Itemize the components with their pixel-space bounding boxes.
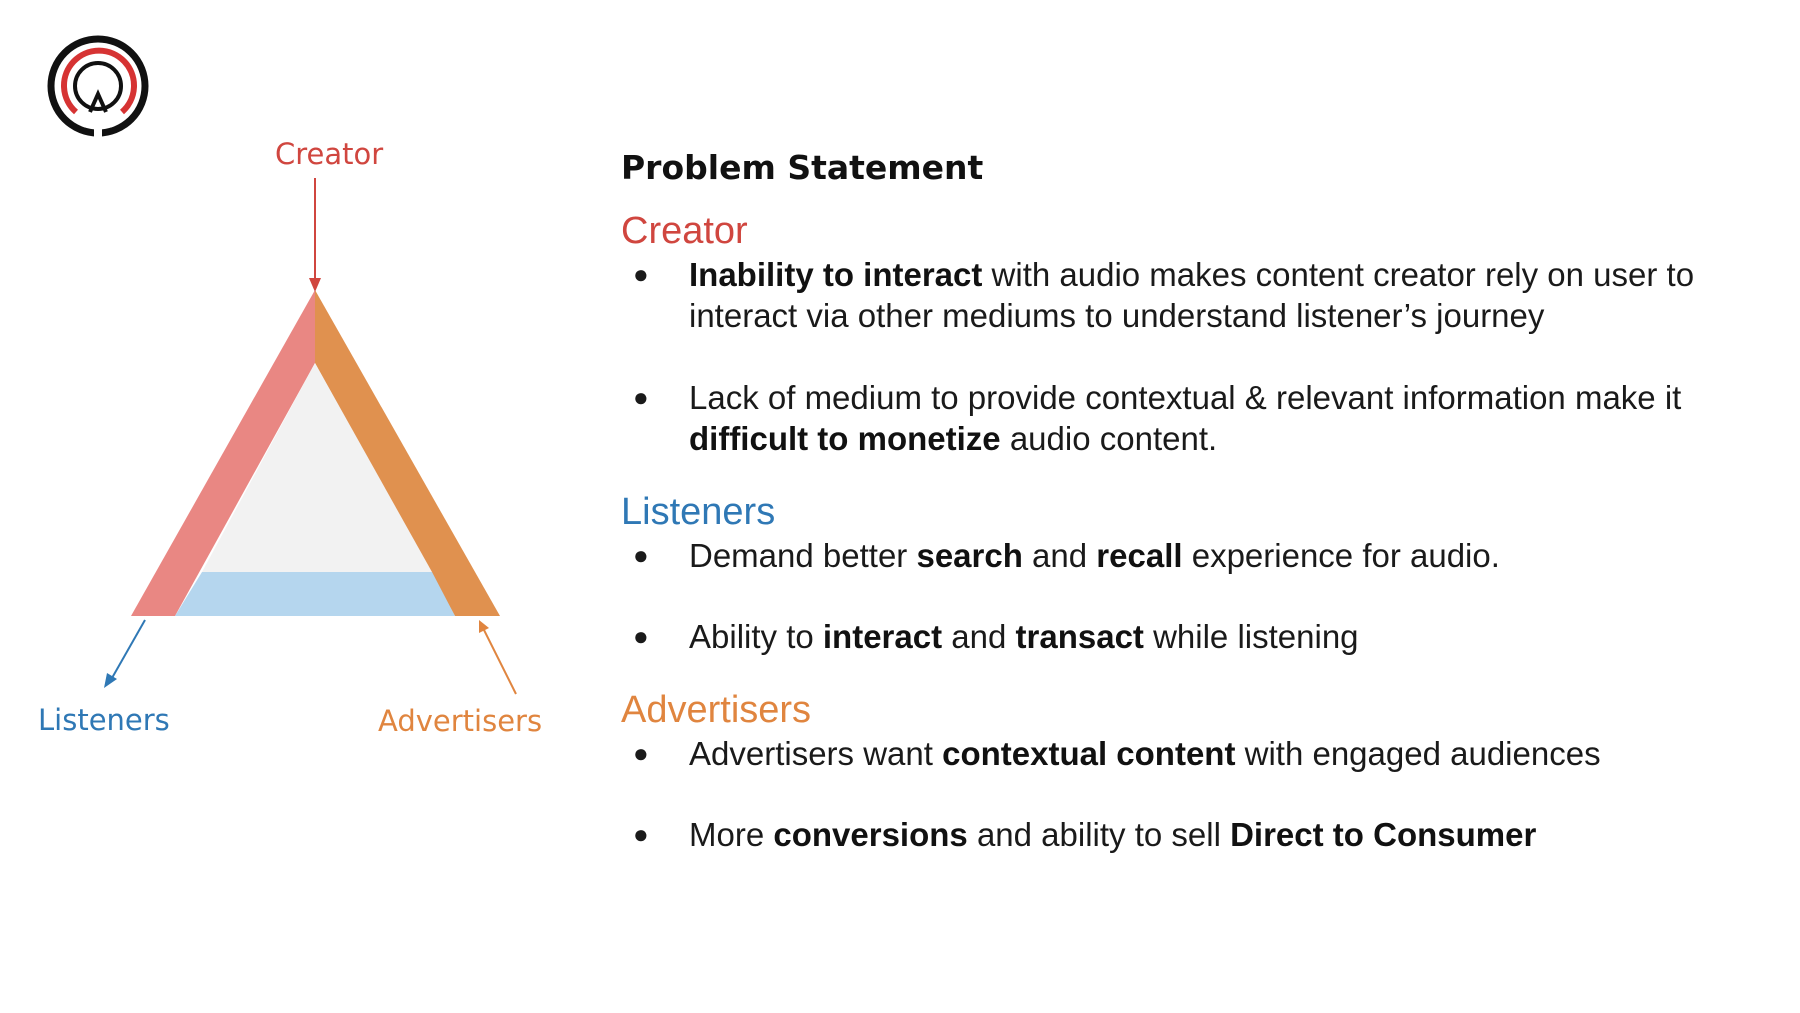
bullet-marker: ● <box>633 382 649 412</box>
logo-inner-ring <box>61 47 137 115</box>
listeners-bullets: ● Demand better search and recall experie… <box>621 535 1761 657</box>
bullet-text: Advertisers want <box>689 735 943 772</box>
bullet-text: and ability to sell <box>967 816 1231 853</box>
bullet-emphasis: interact <box>822 618 943 655</box>
bullet-emphasis: Inability to interact <box>689 256 983 293</box>
bullet-emphasis: Direct to Consumer <box>1230 816 1537 853</box>
logo-gap <box>94 129 102 138</box>
advertisers-arrowhead <box>479 620 489 633</box>
section-listeners: Listeners ● Demand better search and reca… <box>621 489 1761 657</box>
bullet-item: ● Lack of medium to provide contextual & … <box>621 377 1761 459</box>
bullet-item: ● Demand better search and recall experie… <box>621 535 1761 576</box>
bullet-text: audio content. <box>1000 420 1218 457</box>
creator-bullets: ● Inability to interact with audio makes … <box>621 254 1761 459</box>
panel-title: Problem Statement <box>621 148 984 187</box>
triangle-left-edge <box>131 290 315 616</box>
bullet-text: More <box>689 816 774 853</box>
bullet-marker: ● <box>633 738 649 768</box>
bullet-emphasis: recall <box>1096 537 1183 574</box>
bullet-text: experience for audio. <box>1182 537 1500 574</box>
listeners-arrowhead <box>104 673 117 688</box>
bullet-text: Demand better <box>689 537 917 574</box>
bullet-text: Lack of medium to provide contextual & r… <box>689 379 1682 416</box>
bullet-item: ● Advertisers want contextual content wit… <box>621 733 1761 774</box>
advertisers-bullets: ● Advertisers want contextual content wit… <box>621 733 1761 855</box>
advertisers-label: Advertisers <box>378 704 543 738</box>
section-creator: Creator ● Inability to interact with audi… <box>621 208 1761 459</box>
bullet-text: and <box>1022 537 1097 574</box>
advertisers-arrow <box>483 629 517 695</box>
creator-label: Creator <box>275 137 384 171</box>
bullet-item: ● More conversions and ability to sell Di… <box>621 814 1761 855</box>
bullet-marker: ● <box>633 540 649 570</box>
brand-logo <box>47 35 149 138</box>
creator-arrowhead <box>309 278 321 292</box>
logo-core-ring <box>73 61 123 111</box>
section-advertisers: Advertisers ● Advertisers want contextual… <box>621 687 1761 855</box>
listeners-label: Listeners <box>38 703 170 737</box>
bullet-text: with engaged audiences <box>1235 735 1601 772</box>
triangle-right-edge <box>315 290 500 616</box>
stakeholder-triangle-diagram <box>104 178 517 695</box>
section-heading-creator: Creator <box>621 210 748 252</box>
bullet-marker: ● <box>633 621 649 651</box>
bullet-text: with audio makes content creator rely on… <box>689 256 1695 334</box>
bullet-item: ● Inability to interact with audio makes … <box>621 254 1761 336</box>
section-heading-advertisers: Advertisers <box>621 689 812 731</box>
section-heading-listeners: Listeners <box>621 491 776 533</box>
triangle-bottom-edge <box>175 572 455 616</box>
bullet-emphasis: transact <box>1015 618 1144 655</box>
bullet-text: and <box>942 618 1016 655</box>
bullet-emphasis: search <box>916 537 1023 574</box>
bullet-text: while listening <box>1143 618 1359 655</box>
bullet-emphasis: contextual content <box>942 735 1236 772</box>
problem-statement-panel: Problem Statement Creator ● Inability to … <box>621 146 1761 885</box>
bullet-emphasis: difficult to monetize <box>689 420 1001 457</box>
bullet-emphasis: conversions <box>773 816 968 853</box>
bullet-text: Ability to <box>689 618 823 655</box>
bullet-marker: ● <box>633 819 649 849</box>
listeners-arrow <box>111 619 146 679</box>
logo-mark <box>88 89 108 113</box>
bullet-marker: ● <box>633 259 649 289</box>
bullet-item: ● Ability to interact and transact while … <box>621 616 1761 657</box>
triangle-center <box>202 363 432 572</box>
